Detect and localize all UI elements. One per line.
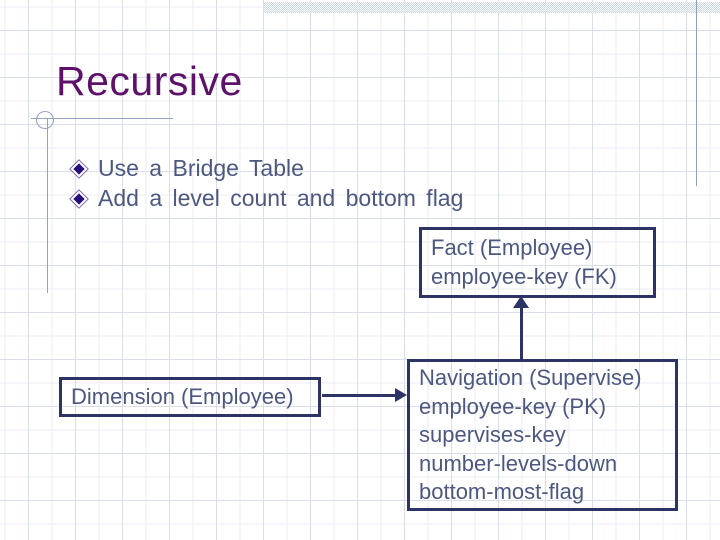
navigation-box-field: employee-key (PK) — [419, 393, 607, 419]
left-edge-line — [47, 118, 48, 293]
bullet-list: Use a Bridge Table Add a level count and… — [69, 153, 464, 213]
dimension-box-title: Dimension (Employee) — [71, 384, 294, 409]
bullet-text: Add a level count and bottom flag — [98, 185, 464, 211]
dimension-table-box: Dimension (Employee) — [59, 377, 321, 417]
navigation-box-field: number-levels-down — [419, 450, 618, 476]
title-underline — [31, 118, 173, 119]
arrowhead-right-icon — [395, 388, 407, 402]
navigation-box-title: Navigation (Supervise) — [419, 365, 642, 390]
fact-box-field: employee-key (FK) — [431, 264, 617, 289]
right-edge-line — [696, 0, 697, 186]
fact-box-title: Fact (Employee) — [431, 235, 593, 260]
diamond-bullet-icon — [69, 189, 89, 209]
arrow-navigation-to-fact — [520, 306, 523, 360]
navigation-table-box: Navigation (Supervise) employee-key (PK)… — [407, 359, 678, 511]
fact-table-box: Fact (Employee) employee-key (FK) — [419, 227, 656, 298]
arrow-dimension-to-navigation — [322, 394, 398, 397]
navigation-box-field: supervises-key — [419, 422, 566, 448]
arrowhead-up-icon — [513, 296, 529, 308]
bullet-item-bridge-table: Use a Bridge Table — [69, 153, 463, 183]
diamond-bullet-icon — [69, 159, 89, 179]
top-accent-band — [264, 2, 720, 13]
slide-title: Recursive — [56, 58, 243, 104]
bullet-text: Use a Bridge Table — [98, 155, 304, 181]
circle-ornament-icon — [36, 111, 54, 129]
navigation-box-field: bottom-most-flag — [419, 479, 585, 505]
bullet-item-level-count: Add a level count and bottom flag — [69, 183, 464, 213]
